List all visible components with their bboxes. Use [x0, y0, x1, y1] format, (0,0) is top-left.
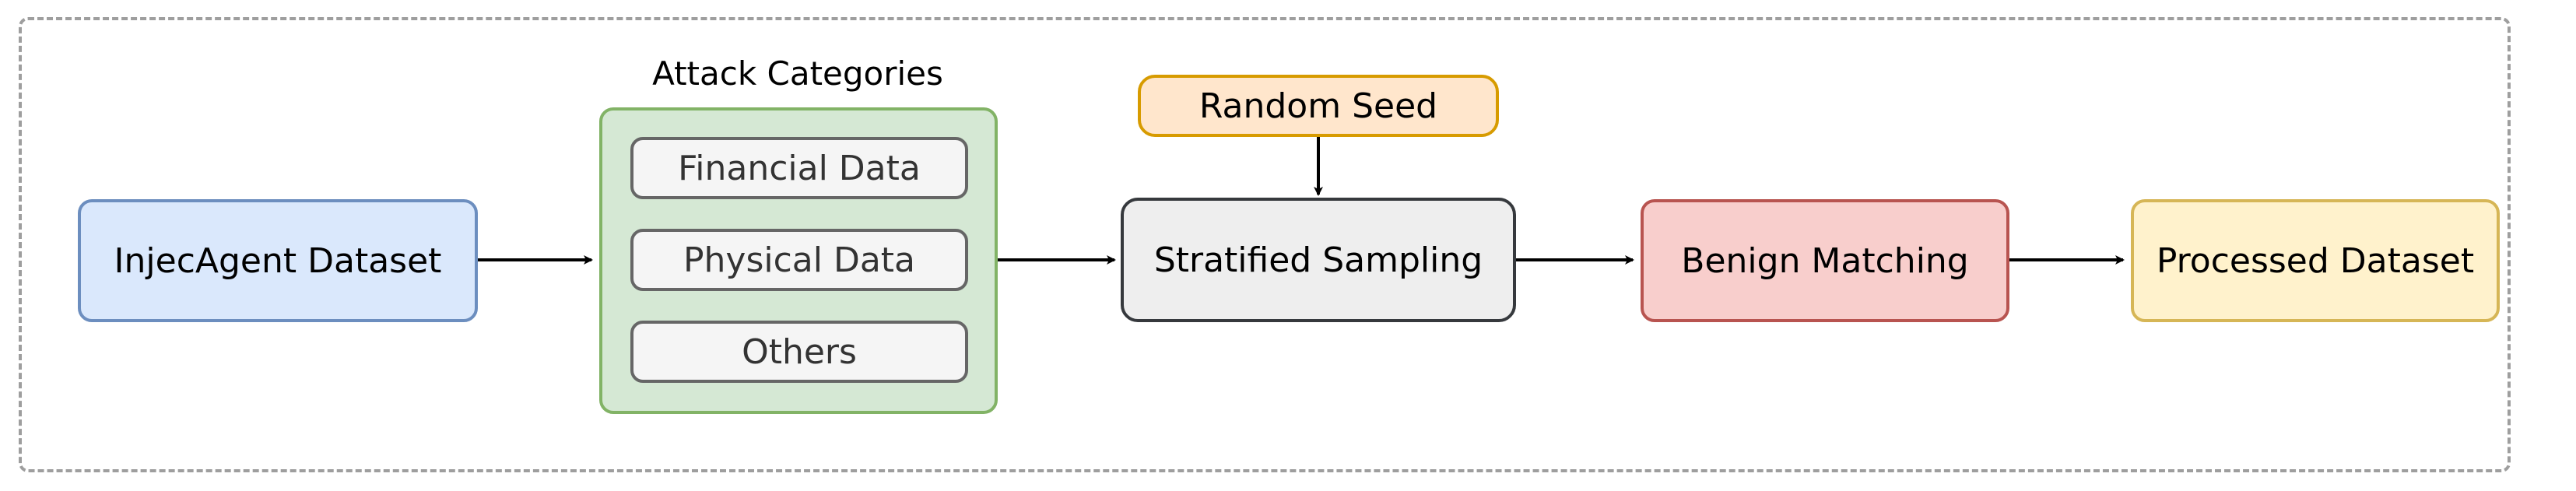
physical-data-label: Physical Data — [683, 240, 916, 280]
pipeline-frame — [19, 17, 2511, 472]
financial-data-label: Financial Data — [678, 148, 921, 188]
physical-data-node: Physical Data — [630, 229, 968, 291]
random-seed-node: Random Seed — [1138, 75, 1499, 137]
injecagent-dataset-label: InjecAgent Dataset — [114, 240, 442, 281]
stratified-sampling-label: Stratified Sampling — [1153, 240, 1483, 280]
financial-data-node: Financial Data — [630, 137, 968, 199]
others-label: Others — [742, 331, 857, 372]
processed-dataset-node: Processed Dataset — [2131, 199, 2500, 322]
attack-categories-title: Attack Categories — [652, 54, 943, 93]
stratified-sampling-node: Stratified Sampling — [1121, 198, 1516, 322]
processed-dataset-label: Processed Dataset — [2156, 240, 2475, 281]
injecagent-dataset-node: InjecAgent Dataset — [78, 199, 478, 322]
benign-matching-label: Benign Matching — [1681, 240, 1969, 281]
random-seed-label: Random Seed — [1199, 86, 1438, 126]
benign-matching-node: Benign Matching — [1641, 199, 2009, 322]
others-node: Others — [630, 321, 968, 383]
